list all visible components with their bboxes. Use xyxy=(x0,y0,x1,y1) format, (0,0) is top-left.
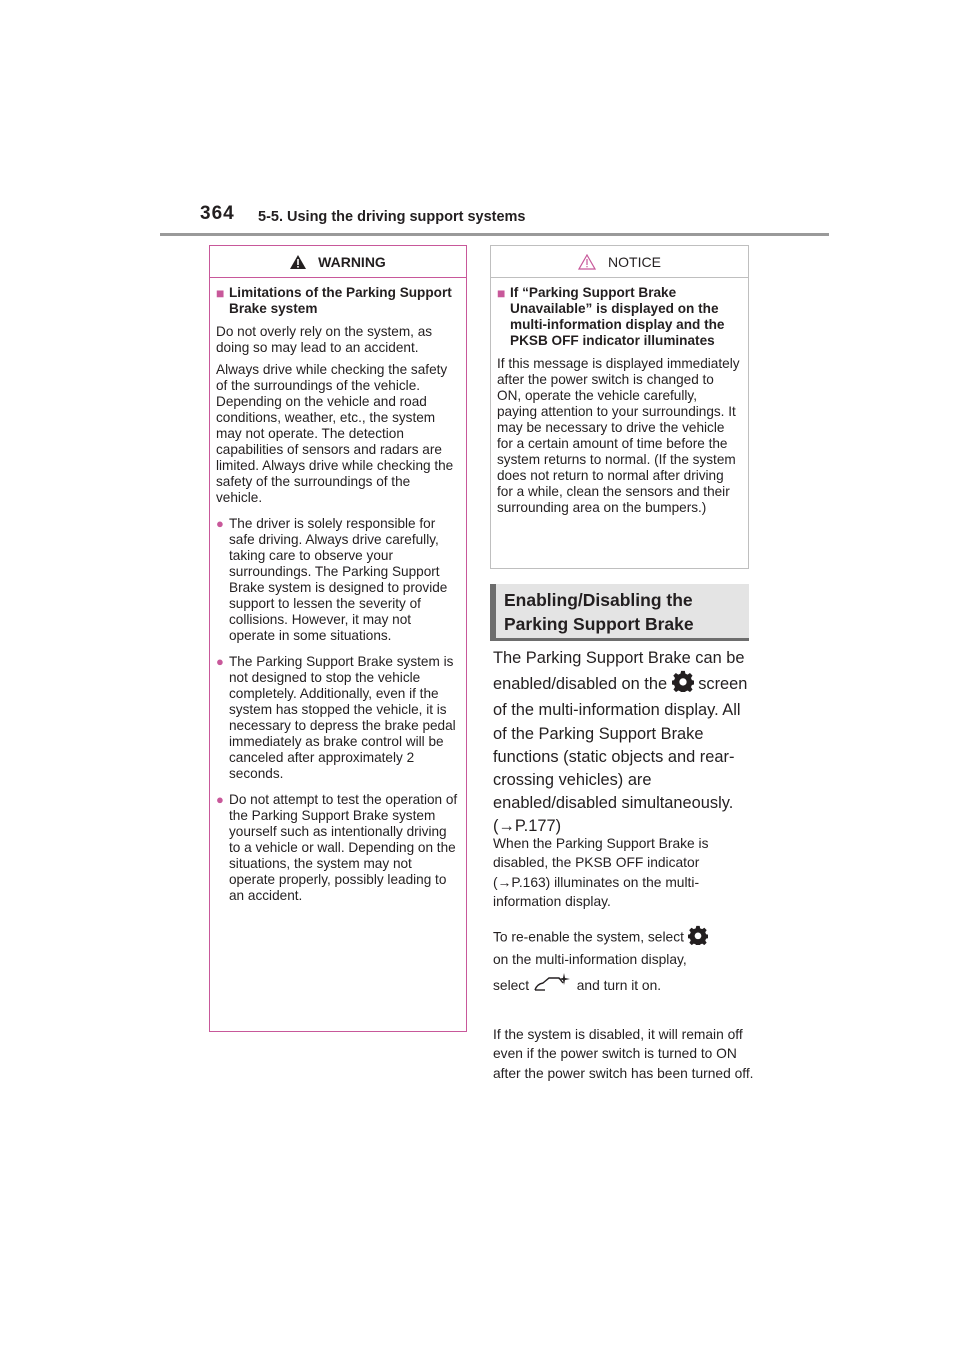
square-bullet-icon: ■ xyxy=(216,285,225,301)
warning-bullet-text: Do not attempt to test the operation of … xyxy=(229,792,458,903)
note-text: P.163) illuminates on the multi-informat… xyxy=(493,874,700,910)
warning-title: WARNING xyxy=(318,253,386,270)
note-text: and turn it on. xyxy=(576,977,662,993)
gear-icon xyxy=(687,925,709,950)
page-reference: P.177) xyxy=(514,817,562,836)
note-paragraph: When the Parking Support Brake is disabl… xyxy=(493,834,755,912)
warning-paragraph: Always drive while checking the safety o… xyxy=(216,362,454,505)
warning-paragraph: Do not overly rely on the system, as doi… xyxy=(216,324,433,355)
notice-header: NOTICE xyxy=(491,246,748,278)
note-paragraph: To re-enable the system, select on the m… xyxy=(493,925,755,1000)
circle-bullet-icon: ● xyxy=(216,516,224,531)
arrow-icon: → xyxy=(498,817,515,836)
note-text: To re-enable the system, select xyxy=(493,929,684,945)
note-text: select xyxy=(493,977,530,993)
section-heading: Enabling/Disabling the Parking Support B… xyxy=(490,584,749,641)
warning-bullet: ● The driver is solely responsible for s… xyxy=(216,516,458,644)
warning-bullet-text: The driver is solely responsible for saf… xyxy=(229,516,448,643)
warning-subheading-text: Limitations of the Parking Support Brake… xyxy=(229,285,452,316)
lead-text: The Parking Support Brake can be enabled… xyxy=(493,649,745,694)
circle-bullet-icon: ● xyxy=(216,792,224,807)
warning-box: WARNING ■ Limitations of the Parking Sup… xyxy=(209,245,467,1032)
warning-subheading: ■ Limitations of the Parking Support Bra… xyxy=(216,285,458,317)
section-title: 5-5. Using the driving support systems xyxy=(258,209,526,225)
arrow-icon: → xyxy=(497,874,512,890)
notice-title: NOTICE xyxy=(608,253,661,270)
notice-paragraph: If this message is displayed immediately… xyxy=(497,356,740,515)
notice-box: NOTICE ■ If “Parking Support Brake Unava… xyxy=(490,245,749,569)
warning-bullet: ● The Parking Support Brake system is no… xyxy=(216,654,458,782)
square-bullet-icon: ■ xyxy=(497,285,506,301)
warning-body: ■ Limitations of the Parking Support Bra… xyxy=(210,278,466,904)
notice-body: ■ If “Parking Support Brake Unavailable”… xyxy=(491,278,748,516)
note-text: When the Parking Support Brake is disabl… xyxy=(493,836,709,890)
warning-bullet: ● Do not attempt to test the operation o… xyxy=(216,792,458,904)
warning-bullet-text: The Parking Support Brake system is not … xyxy=(229,654,456,781)
circle-bullet-icon: ● xyxy=(216,654,224,669)
notice-triangle-icon xyxy=(578,253,597,270)
header-rule xyxy=(160,233,829,236)
note-paragraph: If the system is disabled, it will remai… xyxy=(493,1027,754,1081)
notice-subheading: ■ If “Parking Support Brake Unavailable”… xyxy=(497,285,740,349)
warning-triangle-icon xyxy=(290,254,307,269)
note-text: on the multi-information display, xyxy=(493,952,687,968)
lead-paragraph: The Parking Support Brake can be enabled… xyxy=(493,647,755,839)
warning-header: WARNING xyxy=(210,246,466,278)
notice-subheading-text: If “Parking Support Brake Unavailable” i… xyxy=(510,285,725,348)
car-settings-icon xyxy=(533,972,573,999)
gear-icon xyxy=(670,670,695,699)
page-number: 364 xyxy=(200,203,235,224)
lead-text: screen of the multi-information display.… xyxy=(493,675,748,836)
